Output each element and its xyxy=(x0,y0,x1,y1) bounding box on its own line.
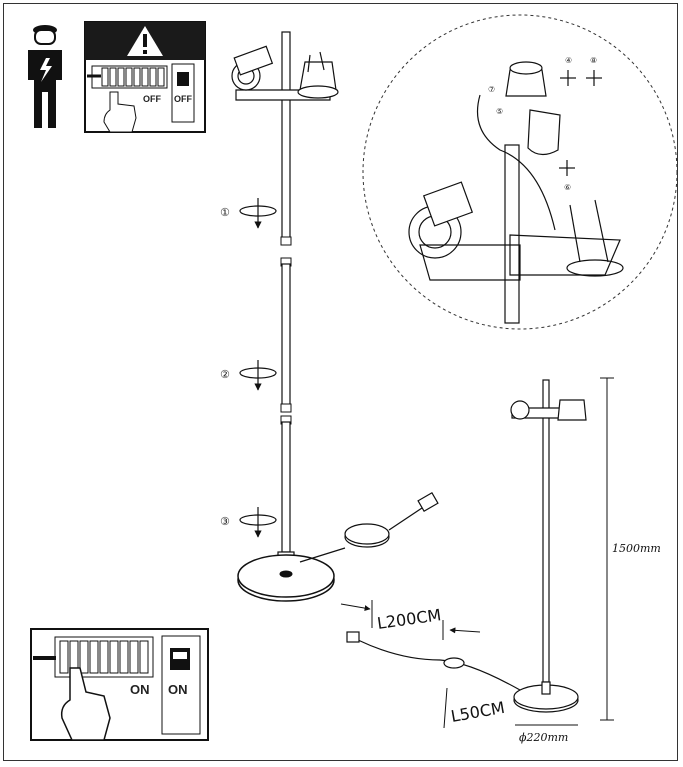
detail-view: ⑦ ⑤ ④ ⑧ ⑥ xyxy=(362,14,678,330)
height-dimension: 1500mm xyxy=(612,542,661,555)
main-cable xyxy=(299,491,439,563)
assembled-lamp xyxy=(346,379,587,713)
warning-panel: OFF OFF xyxy=(84,21,206,133)
switch-distance-dimension: L50CM xyxy=(449,698,506,726)
breaker-on-label: ON xyxy=(168,682,188,697)
step-4-label: ④ xyxy=(565,56,572,65)
step-7-label: ⑦ xyxy=(488,85,495,94)
on-panel: ON ON xyxy=(30,628,209,741)
base-diameter-dimension: ϕ220mm xyxy=(519,731,568,744)
diagram-frame xyxy=(3,3,678,761)
warning-icon xyxy=(127,26,163,56)
cable-length-dimension: L200CM xyxy=(376,605,442,633)
lamp-heads-top xyxy=(231,45,339,101)
panel-on-label: ON xyxy=(130,682,150,697)
step-1-label: ① xyxy=(220,206,230,219)
electrician-icon xyxy=(28,25,62,128)
step-6-label: ⑥ xyxy=(564,183,571,192)
rotation-markers xyxy=(239,198,277,538)
step-8-label: ⑧ xyxy=(590,56,597,65)
panel-off-label: OFF xyxy=(143,94,161,104)
step-2-label: ② xyxy=(220,368,230,381)
breaker-off-label: OFF xyxy=(174,94,192,104)
step-3-label: ③ xyxy=(220,515,230,528)
dimension-lines xyxy=(340,377,614,729)
exploded-lamp xyxy=(237,31,335,602)
step-5-label: ⑤ xyxy=(496,107,503,116)
hand-icon xyxy=(103,91,137,133)
